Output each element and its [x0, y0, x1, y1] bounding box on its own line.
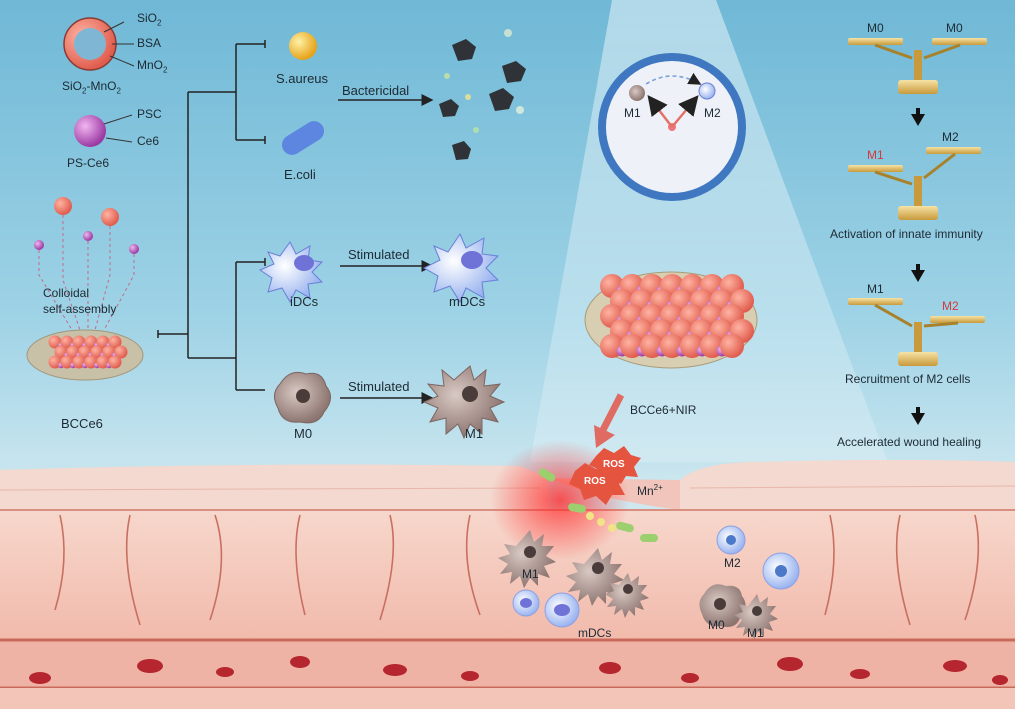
- sio2-mno2-label: SiO2-MnO2: [62, 79, 121, 96]
- balance-3-right-label: M2: [942, 299, 959, 313]
- s-aureus-icon: [289, 32, 317, 60]
- balance-1: [848, 38, 987, 94]
- branch-lines: [157, 40, 266, 391]
- wound-m0-label: M0: [708, 618, 725, 632]
- wound-bacteria: [538, 468, 658, 542]
- self-assembly-label: self-assembly: [43, 302, 117, 316]
- wound-m1-right-label: M1: [747, 626, 764, 640]
- m0-label: M0: [294, 426, 313, 441]
- idc-cell: [258, 241, 324, 304]
- recruitment-label: Recruitment of M2 cells: [845, 372, 971, 386]
- debris-dots: [444, 29, 524, 133]
- psc-label: PSC: [137, 107, 162, 121]
- wound-mdcs-label: mDCs: [578, 626, 612, 640]
- balance-3: [848, 298, 985, 366]
- bsa-label: BSA: [137, 36, 162, 50]
- e-coli-label: E.coli: [284, 167, 316, 182]
- bcce6-aggregate-small: [48, 335, 128, 369]
- dead-bacteria: [439, 39, 526, 160]
- balance-3-left-label: M1: [867, 282, 884, 296]
- aggregate-particle: [108, 335, 122, 349]
- ce6-label: Ce6: [137, 134, 160, 148]
- m0-macrophage: [274, 371, 331, 424]
- wound-m0-cell: [699, 584, 746, 627]
- down-arrows: [911, 108, 925, 425]
- wound-m2-label: M2: [724, 556, 741, 570]
- wound-m1-cell-2: [566, 548, 624, 606]
- nir-arrowhead: [594, 425, 615, 448]
- ros-burst-2: [589, 446, 641, 484]
- m1-macrophage: [422, 365, 506, 440]
- wound-mdc-cells: [512, 589, 580, 628]
- aggregate-particle: [114, 345, 128, 359]
- s-aureus-label: S.aureus: [276, 71, 329, 86]
- mn-label: Mn2+: [637, 483, 663, 498]
- balance-1-right-label: M0: [946, 21, 963, 35]
- wound-m1-cell-3: [605, 573, 649, 618]
- ps-ce6-label: PS-Ce6: [67, 156, 110, 170]
- wound-m1-label: M1: [522, 567, 539, 581]
- ps-ce6-particle: [74, 115, 106, 147]
- sio2-label: SiO2: [137, 11, 162, 28]
- stimulated-label-1: Stimulated: [348, 247, 410, 262]
- balance-2-right-label: M2: [942, 130, 959, 144]
- wound-m2-cells: [716, 525, 800, 590]
- bactericidal-label: Bactericidal: [342, 83, 410, 98]
- e-coli-icon: [281, 121, 325, 155]
- mno2-label: MnO2: [137, 58, 168, 75]
- mdcs-label: mDCs: [449, 294, 486, 309]
- bcce6-nir-label: BCCe6+NIR: [630, 403, 697, 417]
- balance-1-left-label: M0: [867, 21, 884, 35]
- aggregate-particle: [108, 355, 122, 369]
- colloidal-label: Colloidal: [43, 286, 90, 300]
- wound-m1-cell: [498, 530, 556, 588]
- skin-tissue: [0, 440, 1015, 709]
- ros-label-2: ROS: [603, 459, 625, 470]
- mdc-cell: [422, 232, 500, 304]
- bcce6-aggregate-large: [600, 274, 754, 358]
- nir-arrow: [599, 393, 625, 432]
- balance-2: [848, 147, 981, 220]
- activation-label: Activation of innate immunity: [830, 227, 983, 241]
- idcs-label: iDCs: [290, 294, 319, 309]
- accelerated-label: Accelerated wound healing: [837, 435, 982, 449]
- bcce6-label: BCCe6: [61, 416, 103, 431]
- aggregate-particle: [720, 334, 744, 358]
- stimulated-label-2: Stimulated: [348, 379, 410, 394]
- m1-label: M1: [465, 426, 484, 441]
- balance-2-left-label: M1: [867, 148, 884, 162]
- clock: [598, 53, 746, 201]
- ros-label-1: ROS: [584, 476, 606, 487]
- clock-m1-label: M1: [624, 106, 641, 120]
- clock-m2-label: M2: [704, 106, 721, 120]
- wound-m1-right-cell: [734, 594, 778, 639]
